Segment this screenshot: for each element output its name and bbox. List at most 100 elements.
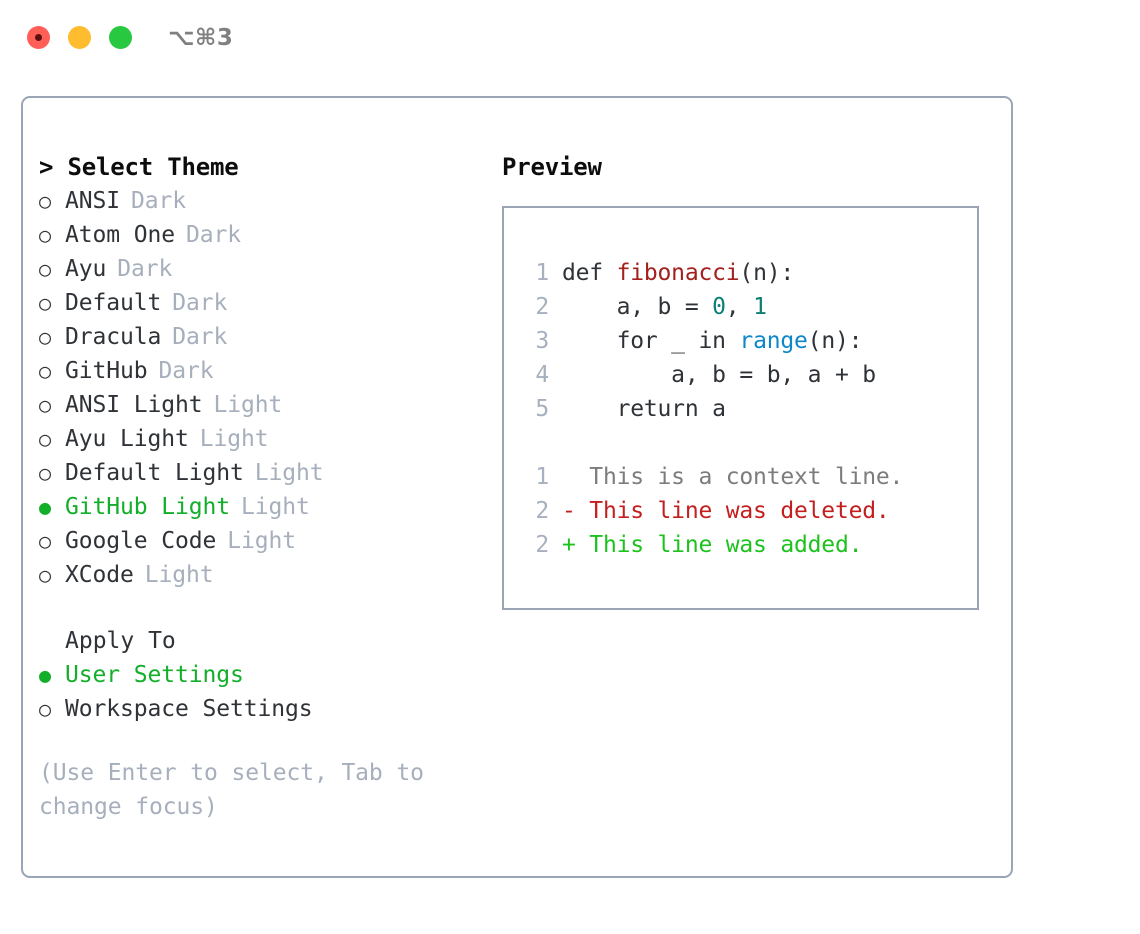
- theme-option-variant: Light: [213, 392, 283, 418]
- radio-unselected-icon: ○: [39, 461, 51, 485]
- title-bar: ⌥⌘3: [0, 0, 1140, 78]
- theme-option-label: Ayu: [65, 256, 107, 282]
- diff-line-number: 2: [535, 498, 549, 524]
- theme-option-variant: Dark: [172, 290, 228, 316]
- spacer: [39, 592, 489, 624]
- theme-option-label: GitHub Light: [65, 494, 230, 520]
- code-line: 5 return a: [521, 392, 971, 426]
- diff-line-number: 2: [535, 532, 549, 558]
- diff-line-ctx: 1 This is a context line.: [521, 460, 971, 494]
- theme-option-label: Atom One: [65, 222, 175, 248]
- theme-option-variant: Light: [227, 528, 296, 554]
- theme-option-variant: Dark: [185, 222, 241, 248]
- caret-icon: >: [39, 153, 54, 181]
- radio-selected-icon: ●: [39, 663, 51, 687]
- apply-to-option-user-settings[interactable]: ● User Settings: [39, 658, 489, 692]
- code-line-text: return a: [562, 392, 726, 426]
- apply-to-list: ● User Settings ○Workspace Settings: [39, 658, 489, 726]
- apply-to-heading: ○Apply To: [39, 624, 489, 658]
- code-token-call: range: [739, 328, 808, 354]
- code-token-plain: for _ in: [562, 328, 740, 354]
- apply-to-option-label: User Settings: [65, 662, 244, 688]
- theme-option-ansi-light[interactable]: ○ ANSI Light Light: [39, 388, 489, 422]
- apply-to-label: Apply To: [65, 628, 176, 654]
- theme-option-label: XCode: [65, 562, 134, 588]
- radio-unselected-icon: ○: [39, 359, 51, 383]
- theme-option-label: Dracula: [65, 324, 162, 350]
- keyboard-shortcut-label: ⌥⌘3: [168, 25, 234, 51]
- theme-option-xcode[interactable]: ○ XCode Light: [39, 558, 489, 592]
- theme-option-dracula[interactable]: ○ Dracula Dark: [39, 320, 489, 354]
- radio-unselected-icon: ○: [39, 291, 51, 315]
- radio-unselected-icon: ○: [39, 189, 51, 213]
- diff-line-number: 1: [535, 464, 549, 490]
- code-token-plain: (n):: [739, 260, 795, 286]
- diff-line-text: + This line was added.: [562, 532, 863, 558]
- code-line-text: def fibonacci(n):: [562, 256, 794, 290]
- code-line: 2 a, b = 0, 1: [521, 290, 971, 324]
- theme-option-variant: Dark: [117, 256, 173, 282]
- diff-line-text: - This line was deleted.: [562, 498, 890, 524]
- close-button[interactable]: [27, 26, 50, 49]
- radio-unselected-icon: ○: [39, 257, 51, 281]
- theme-option-variant: Dark: [131, 188, 186, 214]
- theme-option-variant: Dark: [172, 324, 228, 350]
- theme-option-default-light[interactable]: ○ Default Light Light: [39, 456, 489, 490]
- code-line: 4 a, b = b, a + b: [521, 358, 971, 392]
- radio-unselected-icon: ○: [39, 563, 51, 587]
- minimize-button[interactable]: [68, 26, 91, 49]
- theme-option-github-light[interactable]: ● GitHub Light Light: [39, 490, 489, 524]
- apply-to-option-workspace-settings[interactable]: ○Workspace Settings: [39, 692, 489, 726]
- theme-option-label: Ayu Light: [65, 426, 189, 452]
- radio-unselected-icon: ○: [39, 393, 51, 417]
- theme-option-github[interactable]: ○ GitHub Dark: [39, 354, 489, 388]
- code-line-text: a, b = b, a + b: [562, 358, 876, 392]
- theme-option-label: Default Light: [65, 460, 244, 486]
- theme-option-label: ANSI: [65, 188, 120, 214]
- radio-unselected-icon: ○: [39, 325, 51, 349]
- radio-unselected-icon: ○: [39, 223, 51, 247]
- theme-option-label: ANSI Light: [65, 392, 203, 418]
- diff-sample: 1 This is a context line. 2 - This line wa…: [521, 460, 971, 562]
- code-token-fn: fibonacci: [616, 260, 740, 286]
- keyboard-hint: (Use Enter to select, Tab to change focu…: [39, 760, 424, 820]
- theme-option-label: GitHub: [65, 358, 148, 384]
- code-token-plain: a, b =: [562, 294, 713, 320]
- diff-line-add: 2 + This line was added.: [521, 528, 971, 562]
- diff-line-del: 2 - This line was deleted.: [521, 494, 971, 528]
- theme-option-variant: Light: [254, 460, 324, 486]
- theme-option-label: Google Code: [65, 528, 217, 554]
- code-token-plain: a, b = b, a + b: [562, 362, 876, 388]
- code-line-number: 3: [535, 328, 549, 354]
- theme-option-label: Default: [65, 290, 162, 316]
- code-line-text: for _ in range(n):: [562, 324, 863, 358]
- preview-heading: Preview: [502, 153, 602, 181]
- code-line-number: 4: [535, 362, 549, 388]
- theme-option-variant: Light: [199, 426, 269, 452]
- theme-option-variant: Dark: [158, 358, 214, 384]
- code-blank-line: [521, 426, 971, 460]
- theme-option-default[interactable]: ○ Default Dark: [39, 286, 489, 320]
- theme-option-atom-one[interactable]: ○ Atom One Dark: [39, 218, 489, 252]
- code-token-plain: def: [562, 260, 617, 286]
- marker-placeholder: ○: [39, 624, 65, 658]
- code-line-number: 2: [535, 294, 549, 320]
- maximize-button[interactable]: [109, 26, 132, 49]
- select-theme-heading: > Select Theme: [39, 150, 489, 184]
- code-token-num: 0: [712, 294, 726, 320]
- radio-selected-icon: ●: [39, 495, 51, 519]
- theme-option-variant: Light: [144, 562, 214, 588]
- theme-option-variant: Light: [240, 494, 310, 520]
- code-line: 3 for _ in range(n):: [521, 324, 971, 358]
- theme-option-ayu[interactable]: ○ Ayu Dark: [39, 252, 489, 286]
- theme-option-ansi[interactable]: ○ ANSI Dark: [39, 184, 489, 218]
